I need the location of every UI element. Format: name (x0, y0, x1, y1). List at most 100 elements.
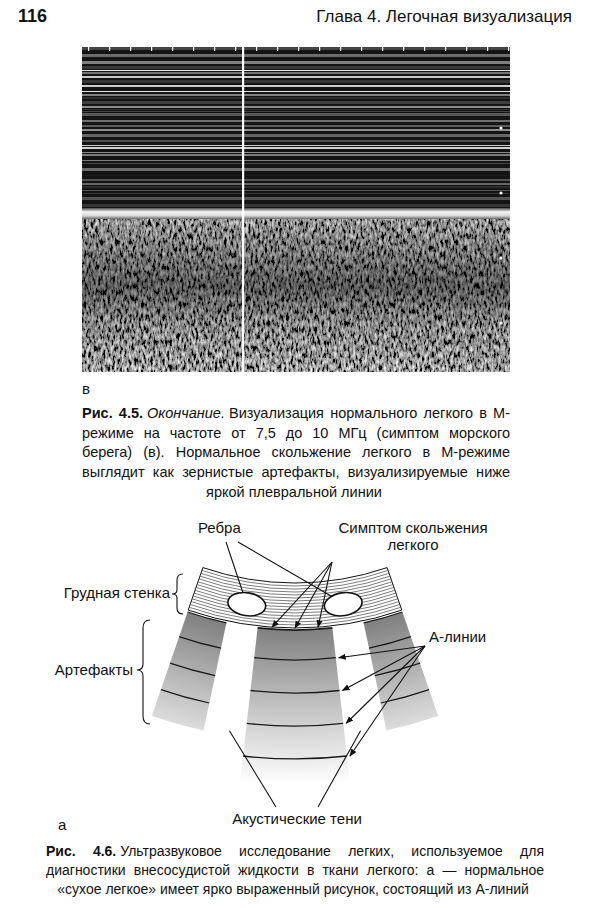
echo-line (82, 109, 510, 110)
depth-mark (499, 256, 502, 259)
echo-line (82, 76, 510, 78)
a-lines (161, 612, 429, 759)
chest-wall-band (188, 568, 402, 628)
tissue-line (190, 605, 400, 623)
leader-arrow (350, 646, 425, 756)
ribs (226, 590, 364, 619)
echo-line (82, 197, 510, 200)
echo-line (82, 80, 510, 83)
lung-shade (82, 216, 510, 372)
leader-line (229, 731, 276, 807)
echo-line (82, 72, 510, 74)
ruler-tick (130, 46, 131, 51)
leader-arrow (342, 646, 425, 690)
running-head: Глава 4. Легочная визуализация (316, 7, 572, 27)
part-label: Акустические тени (232, 810, 362, 827)
cursor-line (242, 46, 244, 372)
ruler-tick (382, 46, 383, 51)
lung-beam (240, 628, 351, 790)
ruler-tick (277, 46, 278, 51)
ruler-tick (109, 46, 110, 51)
time-ruler (82, 46, 510, 51)
part-label: А-линии (429, 628, 486, 645)
echo-line (82, 134, 510, 137)
leader-line (318, 731, 361, 807)
tissue-line (199, 579, 391, 595)
figure-caption: Рис. 4.5.Окончание.Визуализация нормальн… (82, 404, 510, 503)
echo-line (82, 168, 510, 171)
ruler-tick (235, 46, 236, 51)
ruler-tick (361, 46, 362, 51)
brace (137, 620, 150, 724)
ruler-tick (151, 46, 152, 51)
leader-arrow (346, 646, 425, 723)
leader-arrow (272, 562, 332, 627)
caption-text: Визуализация нормального легкого в М-реж… (82, 405, 510, 500)
echo-line (82, 186, 510, 188)
tissue-line (198, 582, 392, 598)
figure-number: Рис. 4.5. (82, 405, 143, 421)
page-number: 116 (18, 6, 47, 27)
chest-wall (188, 568, 402, 628)
echo-line (82, 94, 510, 96)
lung-speckle (82, 216, 510, 372)
ruler-tick (298, 46, 299, 51)
image-ground (82, 46, 510, 372)
ruler-tick (466, 46, 467, 51)
echo-line (82, 120, 510, 122)
brace (172, 574, 183, 614)
echo-line (82, 140, 510, 142)
caption-text: Окончание. (147, 405, 225, 421)
tissue-line (197, 585, 393, 601)
echo-line (82, 175, 510, 176)
m-mode-image (82, 46, 510, 372)
echo-line (82, 106, 510, 108)
echo-line (82, 179, 510, 181)
leader-arrow (295, 562, 332, 628)
artifact-beam (152, 612, 227, 730)
echo-line (82, 129, 510, 131)
a-line (161, 690, 209, 703)
ruler-tick (508, 46, 509, 51)
part-label: Грудная стенка (64, 584, 170, 601)
ruler-tick (256, 46, 257, 51)
figure-caption: Рис. 4.6.Ультразвуковое исследование лег… (46, 842, 544, 899)
echo-line (82, 66, 510, 69)
ruler-tick (214, 46, 215, 51)
echo-line (82, 70, 510, 71)
echo-line (82, 97, 510, 99)
echo-line (82, 204, 510, 207)
tissue-line (191, 602, 399, 619)
echo-line (82, 147, 510, 149)
depth-mark (499, 321, 502, 324)
echo-line (82, 61, 510, 64)
ruler-tick (424, 46, 425, 51)
tissue-line (200, 576, 390, 592)
echo-line (82, 113, 510, 116)
artifact-beam (364, 612, 439, 730)
echo-line (82, 160, 510, 161)
part-label: Ребра (198, 519, 241, 536)
depth-mark (499, 126, 502, 129)
rib (226, 590, 267, 619)
echo-line (82, 54, 510, 57)
leader-lines (137, 542, 425, 807)
panel-letter: в (82, 380, 90, 397)
ruler-tick (193, 46, 194, 51)
ruler-tick (172, 46, 173, 51)
tissue-line (195, 590, 395, 607)
ruler-tick (403, 46, 404, 51)
a-line (251, 691, 340, 694)
ultrasound-beams (152, 612, 438, 790)
a-line (369, 637, 411, 649)
echo-line (82, 111, 510, 112)
leader-arrow (318, 562, 332, 627)
ruler-tick (319, 46, 320, 51)
panel-letter: а (58, 816, 66, 833)
echo-line (82, 101, 510, 104)
pleural-line (82, 208, 510, 219)
tissue-line (193, 596, 397, 613)
leader-line (226, 542, 243, 593)
leader-arrow (339, 646, 425, 658)
echo-line (82, 190, 510, 191)
